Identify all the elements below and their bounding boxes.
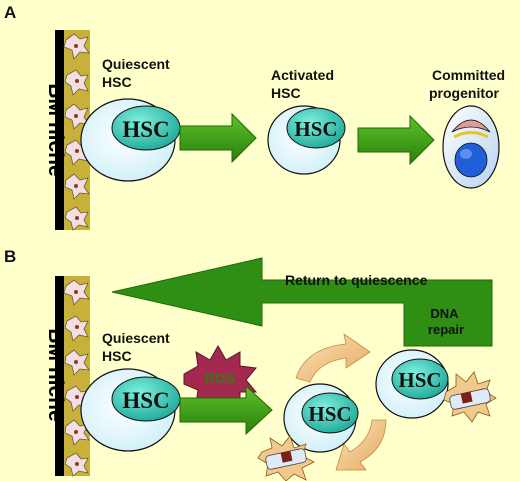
quiescent-hsc-cell-b: HSC (80, 368, 181, 452)
quiescent-hsc-cell-a: HSC (80, 98, 181, 182)
arrow-quiescent-to-cycling (179, 384, 273, 436)
panel-a-letter: A (4, 3, 16, 22)
hsc-text-b2: HSC (308, 402, 351, 426)
hsc-text-a1: HSC (122, 117, 169, 142)
bm-niche-a (55, 30, 90, 231)
arrow-quiescent-to-activated (179, 112, 257, 164)
quiescent-label-b: Quiescent HSC (102, 330, 174, 364)
hsc-text-b3: HSC (398, 368, 441, 392)
activated-label: Activated HSC (271, 67, 338, 101)
progenitor-label: Committed progenitor (429, 67, 509, 101)
hsc-text-a2: HSC (294, 117, 337, 141)
return-label: Return to quiescence (285, 272, 428, 288)
ros-burst: ROS (183, 344, 258, 411)
bm-niche-b (55, 276, 90, 477)
quiescent-label-a: Quiescent HSC (102, 56, 174, 90)
cycling-hsc-cell-1: HSC (283, 383, 359, 453)
dna-damage-burst-2 (443, 371, 497, 423)
ros-label: ROS (205, 370, 235, 386)
return-to-quiescence-arrow (111, 257, 493, 347)
arrow-activated-to-progenitor (357, 114, 435, 166)
cycle-arrows (295, 333, 387, 471)
dna-damage-burst-1 (257, 435, 315, 481)
hsc-text-b1: HSC (122, 388, 169, 413)
niche-label-b: BM niche (44, 328, 67, 421)
activated-hsc-cell: HSC (267, 105, 346, 175)
dna-repair-label: DNA repair (428, 306, 464, 337)
committed-progenitor-cell (442, 105, 500, 189)
cycling-hsc-cell-2: HSC (375, 349, 449, 419)
niche-label-a: BM niche (44, 83, 67, 176)
panel-b-letter: B (4, 247, 16, 266)
